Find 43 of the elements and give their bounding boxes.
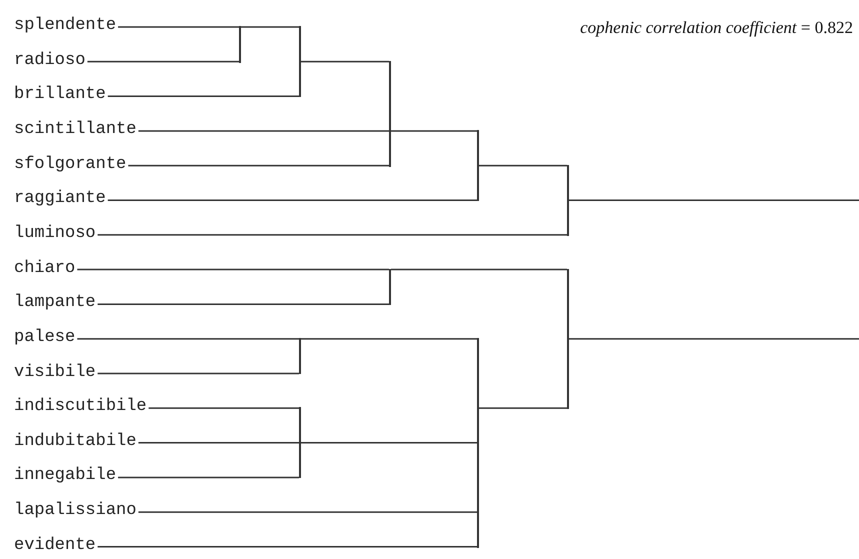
dendrogram-branch: [301, 338, 477, 340]
leaf-label: evidente: [14, 534, 96, 557]
leaf-label: innegabile: [14, 465, 116, 488]
leaf-label: scintillante: [14, 118, 136, 141]
leaf-label: palese: [14, 326, 76, 349]
leaf-label: radioso: [14, 50, 86, 72]
leaf-label: indiscutibile: [14, 396, 147, 418]
leaf-label: splendente: [14, 15, 116, 37]
dendrogram-branch: [391, 268, 567, 270]
statistic-note: cophenic correlation coefficient = 0.822: [580, 18, 853, 38]
dendrogram-branch: [118, 26, 239, 28]
dendrogram-branch: [479, 164, 567, 166]
leaf-label: luminoso: [14, 222, 96, 245]
dendrogram-branch: [301, 60, 389, 62]
dendrogram-branch: [301, 442, 477, 444]
dendrogram-branch: [569, 338, 859, 340]
leaf-label: brillante: [14, 84, 106, 106]
dendrogram-branch: [77, 268, 389, 270]
dendrogram-branch: [391, 130, 477, 132]
dendrogram-branch: [479, 407, 567, 409]
dendrogram-branch: [98, 234, 567, 236]
dendrogram-branch: [241, 26, 299, 28]
dendrogram-branch: [138, 130, 389, 132]
dendrogram-branch: [118, 476, 299, 478]
dendrogram-branch: [98, 303, 389, 305]
dendrogram-branch: [148, 407, 299, 409]
leaf-label: chiaro: [14, 258, 76, 280]
dendrogram-branch: [108, 96, 299, 98]
dendrogram-branch: [98, 372, 299, 374]
leaf-label: sfolgorante: [14, 154, 126, 176]
dendrogram-branch: [138, 511, 477, 513]
dendrogram-branch: [108, 200, 477, 201]
dendrogram-branch: [77, 338, 299, 340]
dendrogram-branch: [87, 60, 239, 62]
leaf-label: indubitabile: [14, 430, 136, 453]
leaf-label: visibile: [14, 362, 96, 384]
dendrogram-branch: [569, 200, 859, 201]
dendrogram-branch: [98, 546, 477, 548]
dendrogram-branch: [128, 164, 389, 166]
dendrogram-branch: [138, 442, 299, 444]
leaf-label: lampante: [14, 292, 96, 314]
leaf-label: raggiante: [14, 188, 106, 210]
leaf-label: lapalissiano: [14, 500, 136, 522]
